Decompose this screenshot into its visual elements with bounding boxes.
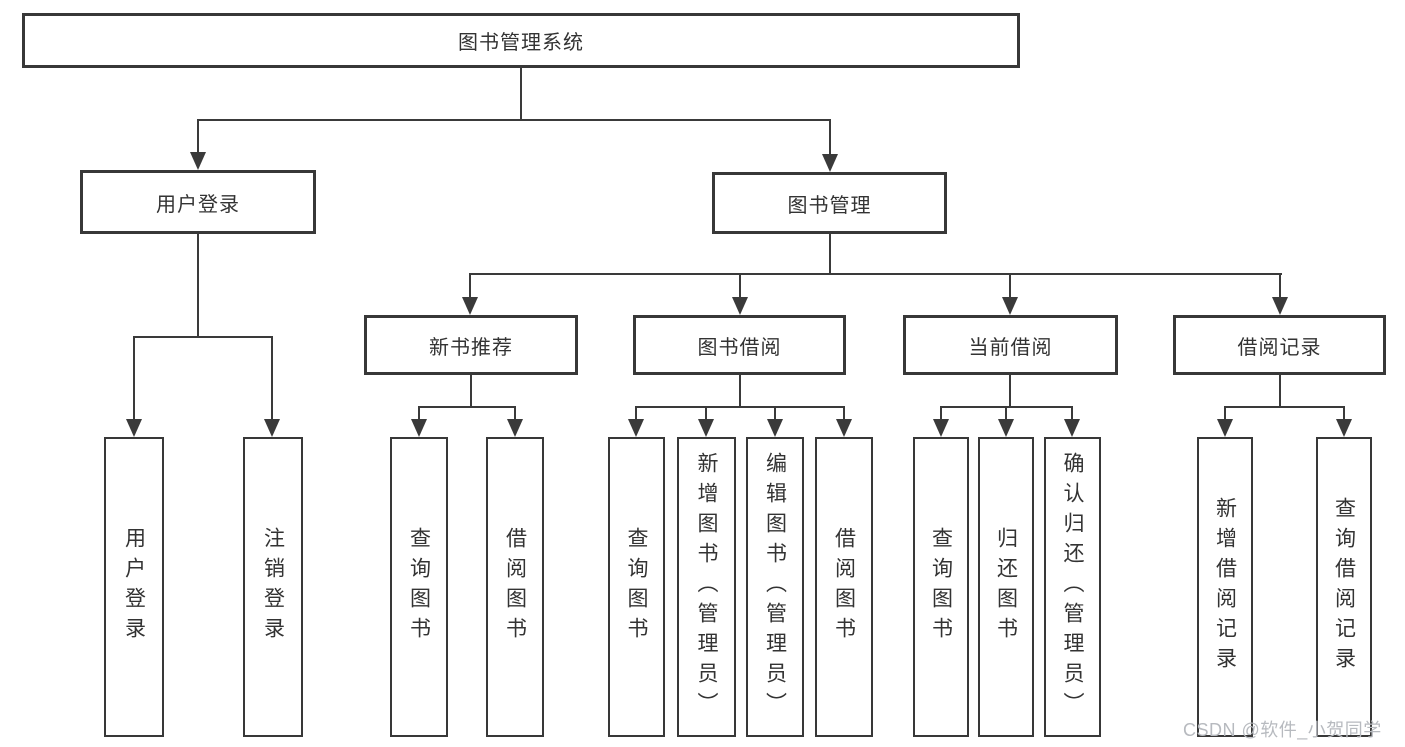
csdn-watermark: CSDN @软件_小贺同学 <box>1183 720 1382 740</box>
arrowhead-r2 <box>507 419 523 437</box>
leaf-add-borrow-record: 新增借阅记录 <box>1197 437 1253 737</box>
arrowhead-b1 <box>628 419 644 437</box>
node-label: 用户登录 <box>156 193 240 216</box>
node-label: 查询图书 <box>407 527 431 647</box>
connector-drop-c3 <box>1071 406 1073 419</box>
node-book-borrowing: 图书借阅 <box>633 315 846 375</box>
connector-drop-b1 <box>635 406 637 419</box>
connector-drop-records <box>1279 273 1281 297</box>
arrowhead-d1 <box>1217 419 1233 437</box>
node-label: 借阅记录 <box>1237 336 1322 359</box>
connector-login-bar <box>133 336 273 338</box>
leaf-logout: 注销登录 <box>243 437 303 737</box>
arrowhead-borrowing <box>732 297 748 315</box>
node-new-book-recommendation: 新书推荐 <box>364 315 578 375</box>
node-label: 当前借阅 <box>968 336 1053 359</box>
node-borrowing-records: 借阅记录 <box>1173 315 1386 375</box>
arrowhead-b4 <box>836 419 852 437</box>
connector-management-stem <box>829 234 831 275</box>
connector-drop-d2 <box>1343 406 1345 419</box>
connector-drop-d1 <box>1224 406 1226 419</box>
connector-drop-b3 <box>774 406 776 419</box>
leaf-query-borrow-record: 查询借阅记录 <box>1316 437 1372 737</box>
node-label: 查询图书 <box>929 527 953 647</box>
node-label: 用户登录 <box>122 527 146 647</box>
node-label: 借阅图书 <box>832 527 856 647</box>
connector-drop-c2 <box>1005 406 1007 419</box>
node-label: 借阅图书 <box>503 527 527 647</box>
node-user-login: 用户登录 <box>80 170 316 234</box>
arrowhead-records <box>1272 297 1288 315</box>
connector-root-bar <box>197 119 831 121</box>
arrowhead-r1 <box>411 419 427 437</box>
leaf-confirm-return-admin: 确认归还（管理员） <box>1044 437 1101 737</box>
connector-current-stem <box>1009 375 1011 408</box>
connector-drop-borrowing <box>739 273 741 297</box>
node-label: 新增图书（管理员） <box>695 452 718 722</box>
connector-login-stem <box>197 234 199 336</box>
arrowhead-user-login <box>190 152 206 170</box>
connector-drop-book-management <box>829 119 831 154</box>
arrowhead-c3 <box>1064 419 1080 437</box>
leaf-edit-books-admin: 编辑图书（管理员） <box>746 437 804 737</box>
node-label: 归还图书 <box>994 527 1018 647</box>
arrowhead-b3 <box>767 419 783 437</box>
connector-drop-recommend <box>469 273 471 297</box>
node-root-library-management-system: 图书管理系统 <box>22 13 1020 68</box>
node-label: 查询借阅记录 <box>1332 497 1356 677</box>
leaf-query-books-recommend: 查询图书 <box>390 437 448 737</box>
arrowhead-c2 <box>998 419 1014 437</box>
node-label: 新增借阅记录 <box>1213 497 1237 677</box>
arrowhead-book-management <box>822 154 838 172</box>
connector-drop-current <box>1009 273 1011 297</box>
connector-recommend-bar <box>418 406 516 408</box>
connector-recommend-stem <box>470 375 472 408</box>
connector-management-bar <box>469 273 1282 275</box>
connector-borrowing-stem <box>739 375 741 408</box>
leaf-query-books-current: 查询图书 <box>913 437 969 737</box>
node-label: 新书推荐 <box>429 336 513 359</box>
connector-drop-r2 <box>514 406 516 419</box>
node-current-borrowing: 当前借阅 <box>903 315 1118 375</box>
arrowhead-b2 <box>698 419 714 437</box>
connector-drop-leaf-logout <box>271 336 273 419</box>
connector-drop-r1 <box>418 406 420 419</box>
arrowhead-d2 <box>1336 419 1352 437</box>
leaf-query-books-borrow: 查询图书 <box>608 437 665 737</box>
connector-root-stem <box>520 68 522 121</box>
node-label: 图书管理系统 <box>458 32 584 54</box>
arrowhead-c1 <box>933 419 949 437</box>
node-label: 编辑图书（管理员） <box>763 452 787 722</box>
connector-drop-b4 <box>843 406 845 419</box>
arrowhead-current <box>1002 297 1018 315</box>
arrowhead-recommend <box>462 297 478 315</box>
connector-drop-leaf-login <box>133 336 135 419</box>
node-label: 确认归还（管理员） <box>1061 452 1084 722</box>
leaf-add-books-admin: 新增图书（管理员） <box>677 437 736 737</box>
connector-records-bar <box>1224 406 1345 408</box>
leaf-return-books: 归还图书 <box>978 437 1034 737</box>
node-book-management: 图书管理 <box>712 172 947 234</box>
leaf-borrow-books: 借阅图书 <box>815 437 873 737</box>
connector-borrowing-bar <box>635 406 845 408</box>
node-label: 图书管理 <box>787 194 872 217</box>
leaf-user-login: 用户登录 <box>104 437 164 737</box>
connector-drop-c1 <box>940 406 942 419</box>
node-label: 注销登录 <box>261 527 285 647</box>
leaf-borrow-books-recommend: 借阅图书 <box>486 437 544 737</box>
arrowhead-leaf-login <box>126 419 142 437</box>
node-label: 查询图书 <box>625 527 648 647</box>
arrowhead-leaf-logout <box>264 419 280 437</box>
node-label: 图书借阅 <box>697 336 782 359</box>
connector-drop-user-login <box>197 119 199 152</box>
connector-records-stem <box>1279 375 1281 408</box>
connector-drop-b2 <box>705 406 707 419</box>
